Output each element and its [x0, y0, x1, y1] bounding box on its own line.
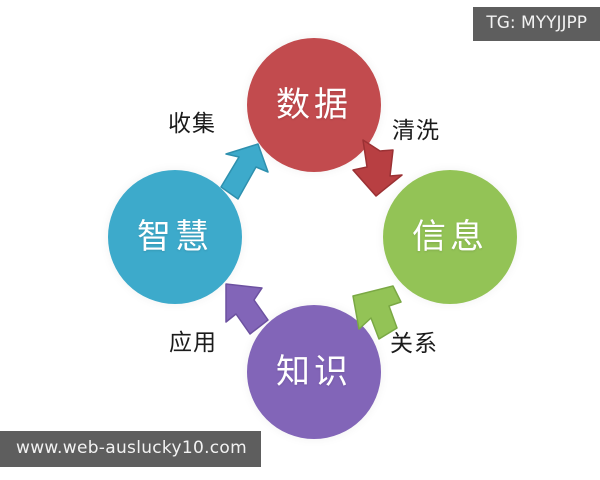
arrow-relation-icon	[352, 285, 402, 340]
node-circle-wisdom: 智慧	[108, 170, 242, 304]
telegram-badge: TG: MYYJJPP	[473, 7, 600, 41]
node-circle-information: 信息	[383, 170, 517, 304]
edge-label-apply: 应用	[169, 330, 217, 356]
node-label-information: 信息	[412, 217, 488, 257]
arrow-apply-icon	[225, 283, 269, 335]
edge-label-relation: 关系	[390, 331, 438, 357]
edge-label-collect: 收集	[168, 111, 216, 137]
arrow-collect-icon	[220, 143, 269, 200]
edge-label-clean: 清洗	[392, 118, 440, 144]
site-watermark: www.web-auslucky10.com	[0, 431, 261, 467]
node-circle-data: 数据	[247, 38, 381, 172]
node-circle-knowledge: 知识	[247, 305, 381, 439]
arrow-clean-icon	[352, 139, 403, 197]
node-label-knowledge: 知识	[276, 352, 352, 392]
node-label-data: 数据	[276, 85, 352, 125]
node-label-wisdom: 智慧	[137, 217, 213, 257]
